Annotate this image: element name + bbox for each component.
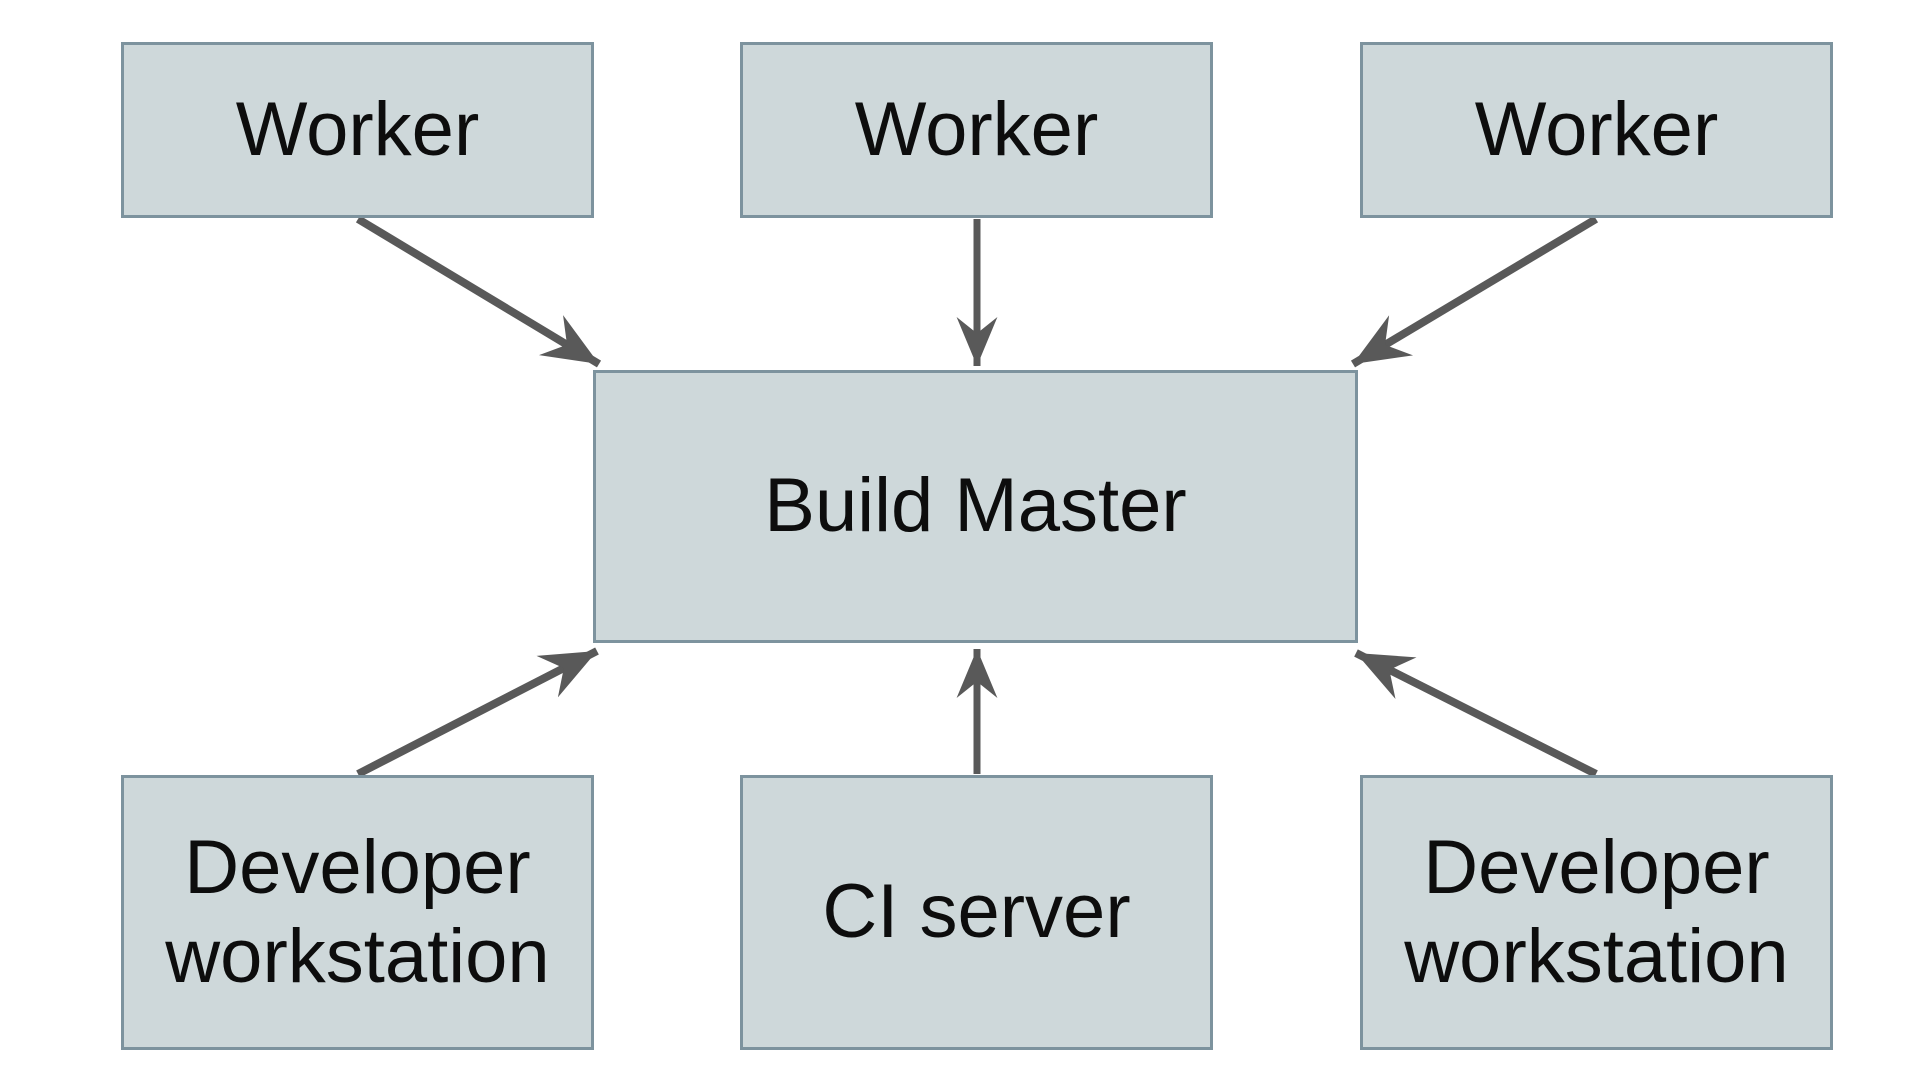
node-worker-3: Worker xyxy=(1360,42,1833,218)
node-worker-1: Worker xyxy=(121,42,594,218)
node-label-build-master: Build Master xyxy=(764,463,1187,549)
node-build-master: Build Master xyxy=(593,370,1358,643)
node-label-developer-workstation-1: Developer workstation xyxy=(165,825,550,999)
node-label-worker-3: Worker xyxy=(1474,86,1719,172)
node-developer-workstation-2: Developer workstation xyxy=(1360,775,1833,1050)
node-label-worker-1: Worker xyxy=(235,86,480,172)
node-label-worker-2: Worker xyxy=(854,86,1099,172)
node-ci-server: CI server xyxy=(740,775,1213,1050)
node-label-developer-workstation-2: Developer workstation xyxy=(1404,825,1789,999)
node-worker-2: Worker xyxy=(740,42,1213,218)
node-label-ci-server: CI server xyxy=(822,869,1131,955)
node-developer-workstation-1: Developer workstation xyxy=(121,775,594,1050)
